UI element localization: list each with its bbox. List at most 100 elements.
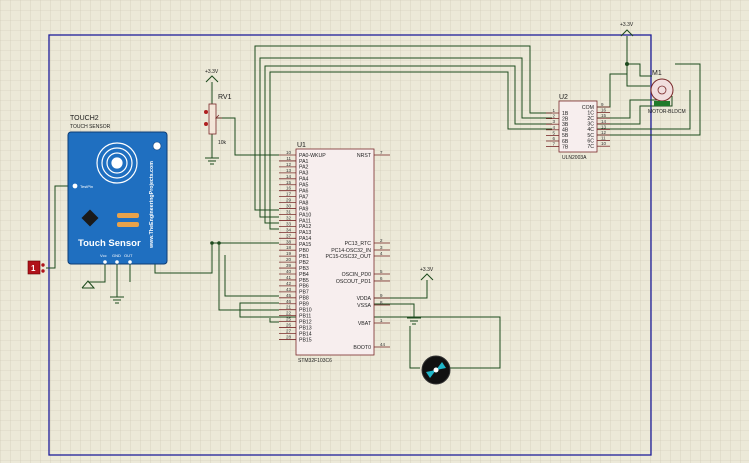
u1-right-pin-name: NRST	[357, 153, 372, 159]
u1-stm32[interactable]: U1 10PA0-WKUP11PA112PA213PA314PA415PA516…	[279, 142, 390, 364]
logic-probe[interactable]: 1	[27, 260, 45, 275]
rv1-potentiometer[interactable]: RV1 10k	[204, 94, 232, 146]
u2-right-pin-number: 11	[601, 136, 606, 141]
u1-left-pin-name: PB6	[299, 284, 309, 290]
u2-right-pin-number: 10	[601, 141, 607, 146]
u1-left-pin-number: 33	[286, 221, 292, 226]
u2-right-pin-number: 14	[601, 119, 607, 124]
power-label-motor: +3.3V	[620, 22, 634, 28]
u1-left-pin-name: PB14	[299, 331, 312, 337]
u1-right-pin-name: OSCIN_PD0	[342, 272, 372, 278]
u1-left-pin-number: 11	[286, 156, 291, 161]
u1-left-pin-number: 41	[286, 275, 292, 280]
u1-left-pin-number: 14	[286, 174, 292, 179]
chip-icon	[81, 209, 99, 227]
touch-pin-vcc: Vcc	[100, 253, 107, 258]
u2-right-pin-number: 9	[601, 102, 604, 107]
u1-left-pin-name: PB7	[299, 290, 309, 296]
touch-url: www.TheEngineeringProjects.com	[149, 161, 155, 249]
u2-left-pin-name: 6B	[562, 139, 569, 145]
u1-left-pin-number: 34	[286, 227, 292, 232]
u1-right-pin-number: 1	[380, 318, 383, 323]
m1-motor[interactable]: M1 MOTOR-BLDCM	[648, 70, 686, 115]
u2-left-pin-name: 3B	[562, 122, 569, 128]
ground-vssa	[407, 317, 421, 325]
u1-left-pin-name: PB5	[299, 278, 309, 284]
u1-left-pin-name: PB2	[299, 260, 309, 266]
u1-left-pin-number: 20	[286, 257, 292, 262]
rv1-ref: RV1	[218, 94, 232, 101]
u1-right-pin-name: VDDA	[357, 296, 372, 302]
power-label-rv1: +3.3V	[205, 69, 219, 75]
mount-hole-icon	[152, 141, 162, 151]
u1-left-pin-number: 25	[286, 317, 292, 322]
u2-right-pin-number: 12	[601, 130, 607, 135]
testpin-label: TestPin	[80, 184, 93, 189]
u2-right-pin-number: 15	[601, 113, 607, 118]
u2-left-pin-number: 3	[552, 119, 555, 124]
sheet-border	[48, 34, 652, 456]
junctions	[210, 62, 629, 245]
u1-left-pin-name: PB13	[299, 325, 312, 331]
u1-right-pin-name: PC15-OSC32_OUT	[325, 254, 371, 260]
u1-left-pin-number: 12	[286, 162, 292, 167]
u1-left-pin-name: PB8	[299, 296, 309, 302]
ground-rv1	[205, 157, 219, 165]
testpin-dot	[72, 183, 78, 189]
logic-probe-value: 1	[31, 264, 36, 273]
fan-device-icon[interactable]	[421, 355, 451, 385]
u1-left-pin-number: 19	[286, 251, 292, 256]
u1-left-pin-number: 26	[286, 323, 292, 328]
touch-sensor-module[interactable]: TOUCH2 TOUCH SENSOR TestPin www.TheEngin…	[67, 115, 168, 265]
u1-left-pin-number: 39	[286, 263, 292, 268]
u1-left-pin-name: PA7	[299, 194, 309, 200]
u1-left-pin-number: 22	[286, 311, 292, 316]
motor-status-bar	[654, 101, 670, 106]
u2-left-pin-name: 4B	[562, 128, 569, 134]
u1-left-pin-name: PA15	[299, 242, 311, 248]
u1-left-pin-name: PA5	[299, 183, 309, 189]
u1-left-pins: 10PA0-WKUP11PA112PA213PA314PA415PA516PA6…	[279, 150, 326, 343]
touch-title: Touch Sensor	[78, 238, 141, 249]
u2-right-pin-number: 16	[601, 108, 607, 113]
u1-right-pin-number: 3	[380, 245, 383, 250]
touch-type: TOUCH SENSOR	[70, 124, 111, 130]
u1-right-pin-number: 44	[380, 342, 386, 347]
u1-right-pin-name: PC14-OSC32_IN	[331, 248, 371, 254]
u1-left-pin-number: 37	[286, 233, 292, 238]
u1-right-pin-number: 6	[380, 276, 383, 281]
u1-right-pin-number: 7	[380, 150, 383, 155]
u2-left-pin-number: 1	[552, 108, 555, 113]
u1-left-pin-number: 30	[286, 204, 292, 209]
u1-left-pin-name: PA2	[299, 165, 309, 171]
power-rv1: +3.3V	[205, 69, 219, 83]
u1-left-pin-number: 38	[286, 239, 292, 244]
u1-left-pin-name: PB15	[299, 337, 312, 343]
u2-right-pin-name: 2C	[587, 116, 594, 122]
u1-left-pin-name: PA14	[299, 236, 311, 242]
u1-right-pin-number: 4	[380, 251, 383, 256]
u1-left-pin-name: PA12	[299, 224, 311, 230]
u1-left-pin-number: 28	[286, 334, 292, 339]
u1-left-pin-name: PA1	[299, 159, 309, 165]
u2-left-pin-number: 7	[552, 142, 555, 147]
u2-part: ULN2003A	[562, 155, 587, 161]
u1-right-pin-name: VBAT	[358, 321, 372, 327]
touch-pin-out: OUT	[124, 253, 133, 258]
u1-left-pin-number: 32	[286, 215, 292, 220]
u2-left-pin-name: 7B	[562, 144, 569, 150]
vcc-arrow-touch	[81, 280, 96, 289]
u1-left-pin-number: 45	[286, 293, 292, 298]
u2-right-pin-name: 6C	[587, 138, 594, 144]
u2-right-pin-name: COM	[582, 105, 594, 111]
u1-left-pin-number: 40	[286, 269, 292, 274]
u1-left-pin-name: PA9	[299, 206, 309, 212]
u2-left-pin-number: 5	[552, 130, 555, 135]
touch-ref: TOUCH2	[70, 115, 99, 122]
u2-right-pin-name: 7C	[587, 144, 594, 150]
u2-left-pin-number: 4	[552, 125, 555, 130]
